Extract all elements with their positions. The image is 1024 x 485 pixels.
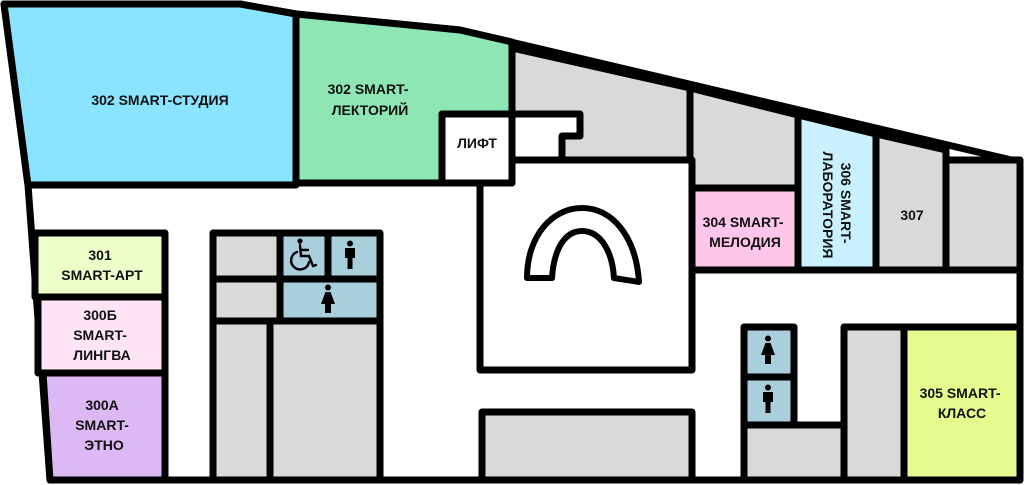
service-room [209, 317, 274, 484]
service-room [209, 229, 284, 283]
service-room [840, 323, 908, 484]
room-306-lab-label: 306 SMART- ЛАБОРАТОРИЯ [820, 152, 854, 259]
stair-icon [524, 205, 642, 285]
room-307[interactable] [872, 130, 950, 274]
room-307-label: 307 [900, 207, 924, 223]
lift-label: ЛИФТ [457, 135, 497, 151]
service-room [209, 275, 284, 325]
woman-icon [761, 335, 775, 364]
service-rooms [209, 44, 1024, 484]
room-302-lecture-label: 302 SMART- ЛЕКТОРИЙ [328, 81, 413, 118]
man-icon [345, 240, 355, 269]
room-300b-lingva[interactable] [34, 293, 169, 377]
service-room [266, 317, 384, 484]
room-301-art-label: 301 SMART-АРТ [61, 247, 143, 283]
room-304-melody-label: 304 SMART- МЕЛОДИЯ [703, 214, 788, 250]
room-305-klass-label: 305 SMART- КЛАСС [920, 385, 1005, 421]
room-304-melody[interactable] [688, 184, 802, 274]
service-room [740, 421, 848, 484]
room-306-lab[interactable] [794, 111, 880, 274]
room-300a-ethno-label: 300А SMART- ЭТНО [75, 397, 133, 453]
service-room [478, 408, 696, 484]
room-305-klass[interactable] [900, 323, 1024, 484]
room-301-art[interactable] [31, 229, 169, 301]
service-room [942, 156, 1024, 274]
wheelchair-icon [289, 238, 318, 271]
room-302-studio-label: 302 SMART-СТУДИЯ [91, 92, 228, 108]
atrium [476, 156, 696, 374]
room-300a-ethno[interactable] [39, 369, 169, 484]
room-300b-lingva-label: 300Б SMART- ЛИНГВА [73, 307, 131, 363]
man-icon [763, 384, 773, 413]
woman-icon [321, 284, 335, 313]
lift[interactable] [438, 110, 516, 187]
